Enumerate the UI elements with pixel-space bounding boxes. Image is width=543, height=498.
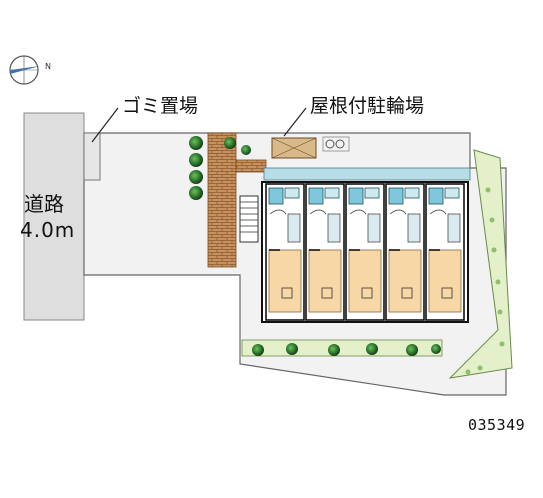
staircase	[239, 195, 259, 243]
bike-parking-label: 屋根付駐輪場	[310, 95, 425, 117]
unit-1-fixture	[281, 287, 293, 299]
south-trees	[252, 343, 441, 356]
unit-2-fixture	[321, 287, 333, 299]
unit-4-door-swing	[389, 209, 407, 215]
unit-5-room	[428, 249, 462, 313]
building-corridor	[263, 167, 471, 181]
unit-1-door-swing	[269, 209, 287, 215]
unit-4-toilet	[404, 187, 420, 199]
property-code: 035349	[468, 416, 526, 434]
garbage-area	[83, 132, 101, 181]
unit-2-toilet	[324, 187, 340, 199]
unit-3-toilet	[364, 187, 380, 199]
bicycle-icon	[322, 136, 350, 152]
road	[23, 112, 85, 321]
unit-4-room	[388, 249, 422, 313]
unit-4-fixture	[401, 287, 413, 299]
unit-1-room	[268, 249, 302, 313]
road-name-label: 道路	[24, 192, 64, 216]
east-garden	[448, 149, 513, 379]
unit-1-bath	[268, 187, 284, 205]
garbage-leader-line	[91, 107, 119, 143]
unit-3-fixture	[361, 287, 373, 299]
unit-2-room	[308, 249, 342, 313]
unit-5-toilet	[444, 187, 460, 199]
unit-3-room	[348, 249, 382, 313]
unit-3-door-swing	[349, 209, 367, 215]
apartment-units	[265, 183, 465, 321]
east-shrubs	[465, 187, 505, 375]
unit-2-door-swing	[309, 209, 327, 215]
unit-2-kitchen	[327, 213, 341, 243]
garbage-area-label: ゴミ置場	[122, 95, 199, 117]
unit-3-bath	[348, 187, 364, 205]
compass-north-label: N	[45, 62, 51, 71]
unit-1-kitchen	[287, 213, 301, 243]
unit-2-bath	[308, 187, 324, 205]
unit-5-fixture	[441, 287, 453, 299]
brick-entry	[235, 159, 267, 173]
unit-5-kitchen	[447, 213, 461, 243]
bike-leader-line	[283, 107, 307, 137]
compass-icon	[9, 55, 40, 85]
unit-4-bath	[388, 187, 404, 205]
unit-3-kitchen	[367, 213, 381, 243]
brick-walkway	[207, 132, 237, 268]
road-width-label: 4.0m	[20, 218, 76, 242]
unit-5-bath	[428, 187, 444, 205]
entry-hedges	[189, 136, 251, 200]
unit-5-door-swing	[429, 209, 447, 215]
unit-4-kitchen	[407, 213, 421, 243]
unit-1-toilet	[284, 187, 300, 199]
